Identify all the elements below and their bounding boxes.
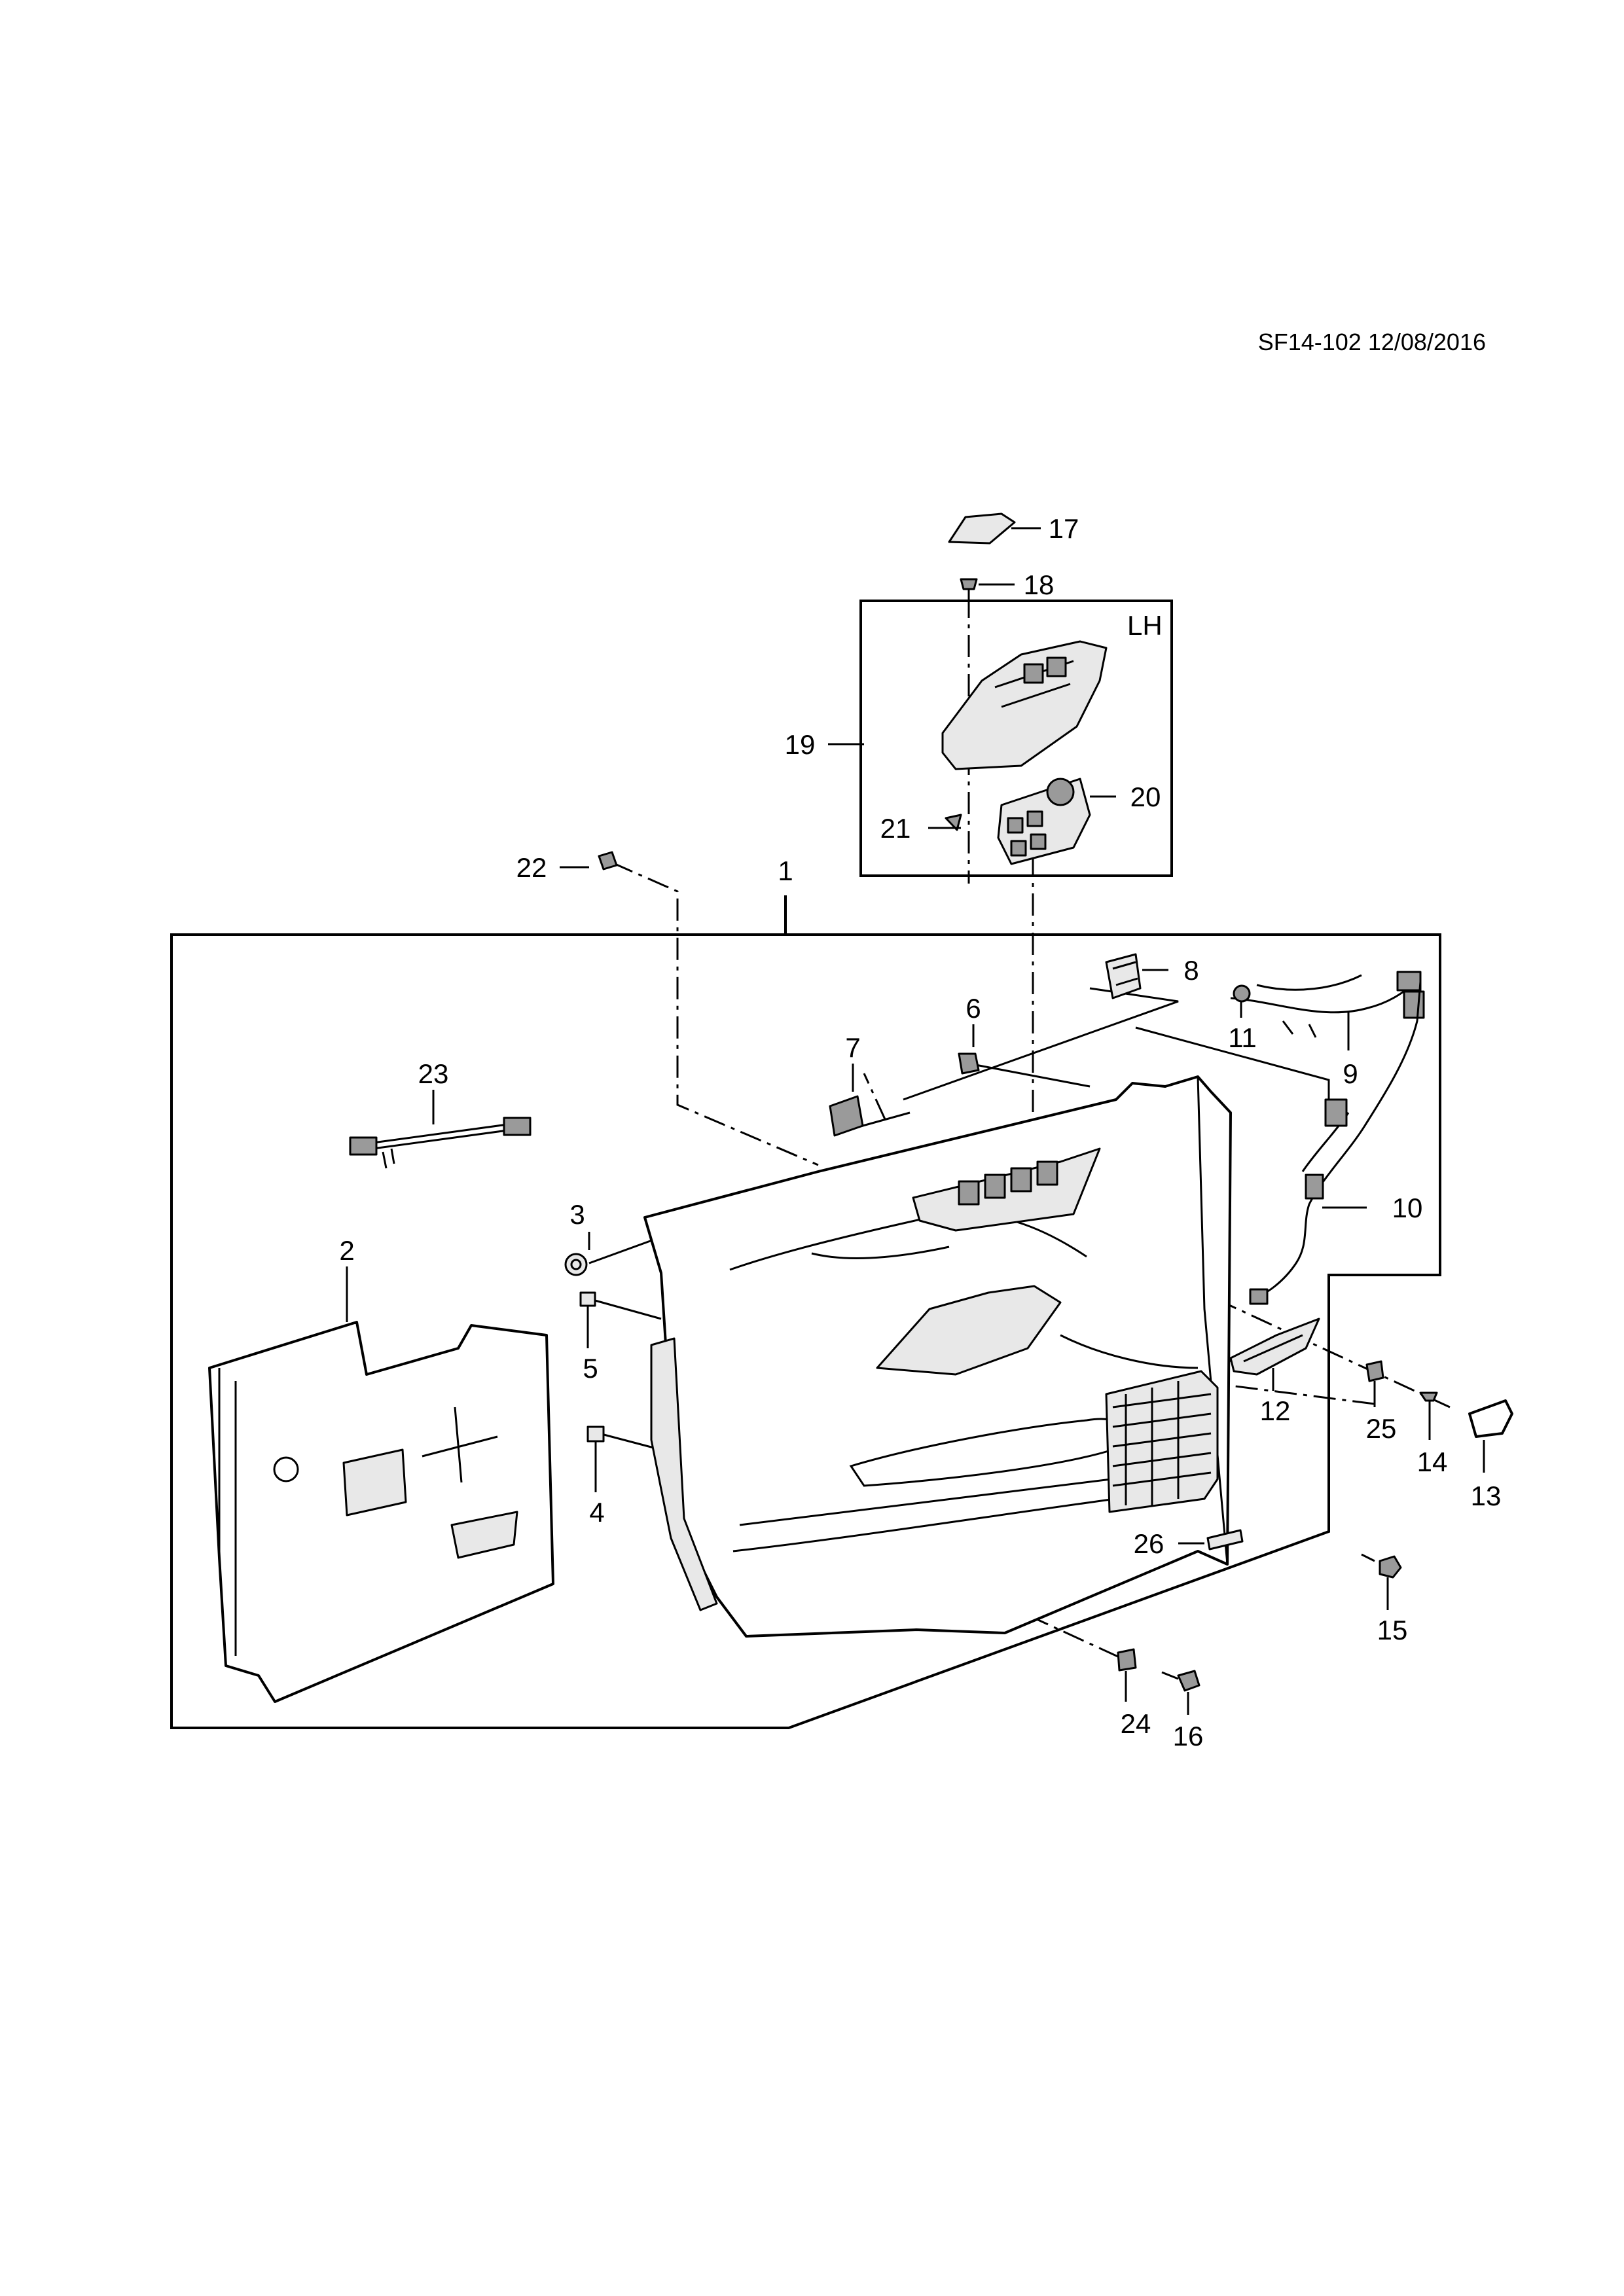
callout-9: 9 [1343,1058,1358,1089]
callout-15: 15 [1377,1615,1408,1645]
callout-5: 5 [583,1353,598,1384]
part-21-clip [945,814,962,831]
part-9-harness [1230,971,1425,1038]
callout-24: 24 [1121,1708,1151,1739]
part-23-cable [349,1117,532,1169]
callout-11: 11 [1228,1022,1257,1053]
callout-16: 16 [1173,1721,1204,1751]
callout-18: 18 [1024,569,1055,600]
callout-19: 19 [785,729,816,760]
part-17-cap [948,512,1016,545]
part-16-bolt [1161,1670,1200,1692]
part-12-handle [1229,1318,1320,1376]
callout-25: 25 [1366,1413,1397,1444]
lh-label: LH [1127,610,1163,641]
callout-labels: 1 2 3 4 5 6 7 8 9 10 11 12 13 14 15 16 1… [339,513,1501,1751]
part-22-clip [598,851,618,870]
part-14-screw [1419,1391,1438,1410]
callout-3: 3 [569,1199,585,1230]
part-15-bolt [1361,1553,1402,1579]
callout-8: 8 [1183,955,1199,986]
callout-1: 1 [778,855,793,886]
part-19-switch-bezel [941,640,1108,770]
callout-7: 7 [845,1032,860,1063]
callout-22: 22 [516,852,547,883]
diagram-reference: SF14-102 12/08/2016 [1258,329,1486,355]
callout-26: 26 [1134,1528,1164,1559]
part-25-clip [1365,1360,1384,1382]
callout-12: 12 [1260,1395,1291,1426]
part-26-badge [1206,1529,1244,1551]
part-2-insulator-pad [208,1321,554,1703]
part-11-fastener [1233,984,1251,1003]
switch-inset-box [859,600,1173,877]
callout-2: 2 [339,1235,354,1266]
part-3-clip [564,1253,588,1276]
callout-10: 10 [1392,1193,1423,1223]
part-24-nut [1117,1648,1137,1672]
part-4-clip [586,1426,605,1450]
callout-4: 4 [589,1497,604,1528]
part-8-bracket [1105,953,1142,999]
callout-leaders [346,527,1485,1715]
main-assembly-outline [170,933,1441,1729]
callout-13: 13 [1471,1480,1502,1511]
callout-20: 20 [1130,781,1161,812]
part-18-screw [960,578,978,597]
part-5-clip [579,1291,596,1316]
part-6-clip [958,1052,980,1075]
part-13-cover [1468,1399,1513,1438]
callout-21: 21 [880,813,911,844]
part-20-window-switch [997,778,1091,865]
part-10-harness [1249,981,1422,1305]
callout-6: 6 [965,993,981,1024]
callout-23: 23 [418,1058,449,1089]
part-7-bracket [829,1095,864,1137]
callout-17: 17 [1049,513,1079,544]
callout-14: 14 [1417,1446,1448,1477]
part-1-door-trim-panel [643,1075,1232,1638]
